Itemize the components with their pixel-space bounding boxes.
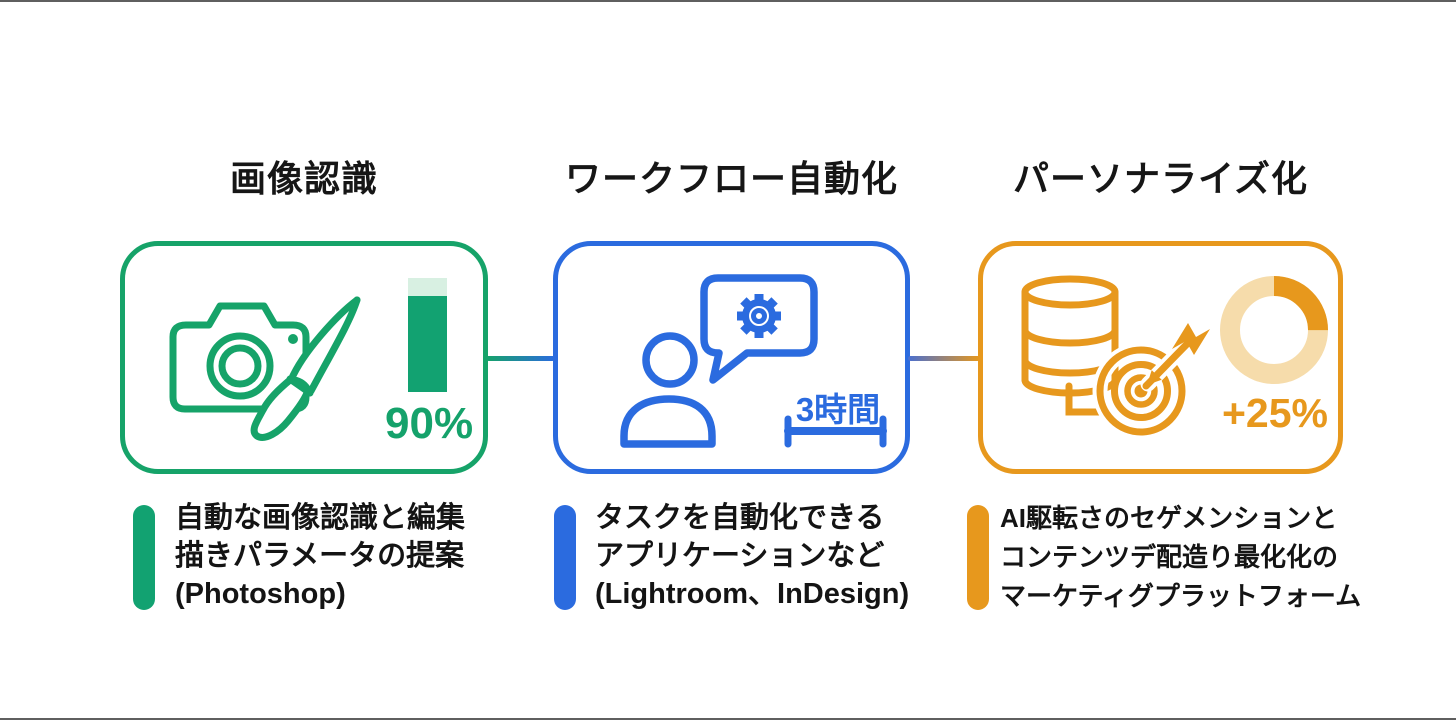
description-line: 描きパラメータの提案 <box>175 540 465 572</box>
description-line: アプリケーションなど <box>595 540 885 572</box>
bar-gauge-fill <box>408 296 447 392</box>
description-personalization: AI駆転さのセゲメンションと コンテンツデ配造り最化化の マーケティグプラットフ… <box>1000 499 1361 616</box>
description-line: マーケティグプラットフォーム <box>1000 581 1362 611</box>
card-workflow-automation <box>553 241 910 474</box>
metric-workflow-hours: 3時間 <box>795 391 881 428</box>
description-workflow-automation: タスクを自動化できる アプリケーションなど (Lightroom、InDesig… <box>595 499 909 613</box>
description-line: タスクを自動化できる <box>595 502 885 534</box>
description-line: (Lightroom、InDesign) <box>595 578 910 610</box>
card-title-workflow-automation: ワークフロー自動化 <box>564 158 898 199</box>
bottom-edge-line <box>0 718 1456 720</box>
card-title-image-recognition: 画像認識 <box>229 158 378 199</box>
connector-line-1 <box>486 356 555 361</box>
description-line: コンテンツデ配造り最化化の <box>1000 542 1339 572</box>
description-line: AI駆転さのセゲメンションと <box>1000 503 1338 533</box>
card-title-personalization: パーソナライズ化 <box>1013 158 1308 199</box>
bullet-bar-image-recognition <box>133 505 155 610</box>
description-image-recognition: 自動な画像認識と編集 描きパラメータの提案 (Photoshop) <box>175 499 465 613</box>
metric-personalization: +25% <box>1221 390 1328 436</box>
metric-image-recognition: 90% <box>385 399 474 448</box>
description-line: 自動な画像認識と編集 <box>175 502 466 534</box>
bullet-bar-workflow-automation <box>554 505 576 610</box>
description-line: (Photoshop) <box>175 578 346 610</box>
card-personalization <box>978 241 1343 474</box>
top-edge-line <box>0 0 1456 2</box>
connector-line-2 <box>908 356 980 361</box>
bullet-bar-personalization <box>967 505 989 610</box>
bar-gauge <box>408 278 447 392</box>
